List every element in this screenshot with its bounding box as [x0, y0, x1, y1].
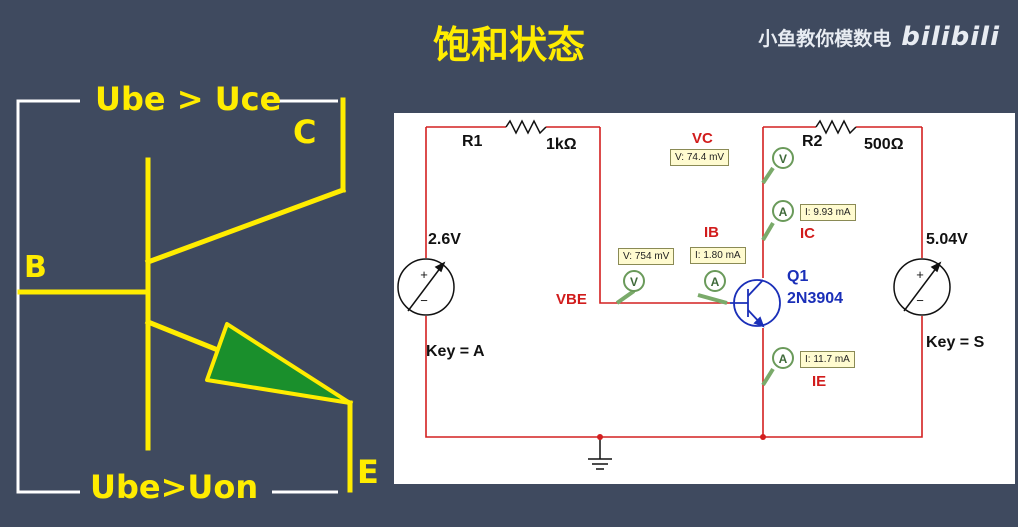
svg-text:V: V	[630, 275, 638, 289]
channel-name: 小鱼教你模数电	[758, 27, 892, 50]
r2-resistor	[815, 119, 857, 135]
svg-text:A: A	[711, 275, 720, 289]
junction-dots	[597, 434, 766, 440]
vbe-label: VBE	[556, 291, 587, 308]
ground-icon	[588, 437, 612, 470]
bottom-condition-label: Ube>Uon	[90, 468, 259, 506]
collector-label: C	[293, 113, 317, 151]
vbe-reading: V: 754 mV	[618, 248, 675, 265]
transistor-lines	[17, 97, 354, 493]
probe-circles	[623, 147, 794, 369]
svg-text:+: +	[420, 267, 428, 282]
v2-key: Key = S	[926, 334, 985, 351]
r2-name: R2	[802, 133, 823, 150]
ie-reading: I: 11.7 mA	[800, 351, 855, 368]
v2-value: 5.04V	[926, 231, 968, 248]
vc-label: VC	[692, 130, 713, 147]
transistor-symbol-diagram	[16, 97, 354, 494]
bracket-lines	[16, 99, 338, 494]
v1-source-icon	[397, 258, 455, 316]
bilibili-logo: bilibili	[901, 22, 1000, 52]
q1-name: Q1	[787, 268, 809, 285]
ib-label: IB	[704, 224, 719, 241]
ic-label: IC	[800, 225, 815, 242]
svg-text:−: −	[916, 293, 924, 308]
v2-source-icon	[893, 258, 951, 316]
ie-label: IE	[812, 373, 827, 390]
ic-reading: I: 9.93 mA	[800, 204, 856, 221]
emitter-label: E	[357, 453, 379, 491]
r1-value: 1kΩ	[546, 136, 577, 153]
probe-letters: V A V A A	[630, 152, 788, 366]
svg-text:A: A	[779, 205, 788, 219]
ib-reading: I: 1.80 mA	[690, 247, 746, 264]
probe-arrows	[615, 166, 775, 387]
source-signs: + − + −	[420, 267, 924, 308]
emitter-arrow	[205, 322, 352, 405]
base-label: B	[24, 250, 47, 285]
r1-resistor	[505, 119, 547, 135]
circuit-panel: V A V A A + − + − R1 1kΩ R2 500Ω 2.6V Ke…	[394, 113, 1015, 484]
circuit-schematic: V A V A A + − + −	[397, 119, 951, 470]
r2-value: 500Ω	[864, 136, 904, 153]
page-title: 饱和状态	[432, 23, 585, 67]
svg-text:+: +	[916, 267, 924, 282]
svg-text:A: A	[779, 352, 788, 366]
svg-text:V: V	[779, 152, 787, 166]
vc-reading: V: 74.4 mV	[670, 149, 730, 166]
circuit-wires	[425, 126, 923, 438]
q1-model: 2N3904	[787, 290, 844, 307]
svg-text:−: −	[420, 293, 428, 308]
r1-name: R1	[462, 133, 483, 150]
v1-key: Key = A	[426, 343, 485, 360]
top-condition-label: Ube > Uce	[95, 80, 282, 118]
v1-value: 2.6V	[428, 231, 461, 248]
watermark: 小鱼教你模数电 bilibili	[758, 22, 1000, 52]
q1-transistor-icon	[730, 279, 781, 328]
